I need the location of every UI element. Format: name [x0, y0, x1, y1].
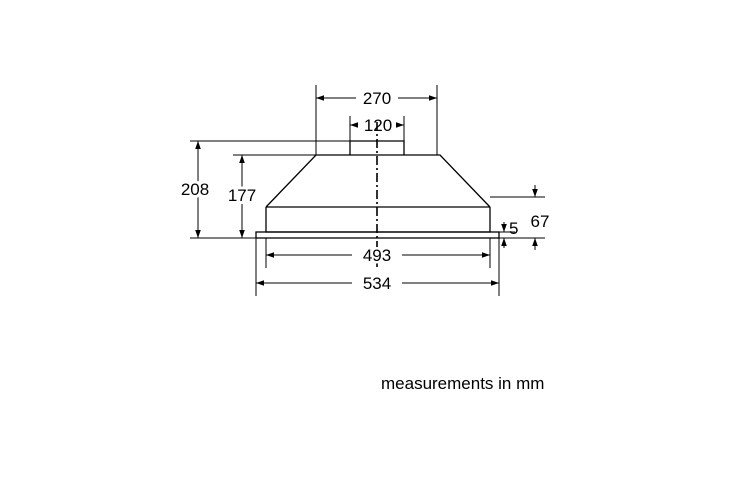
dim-inner-width: 493 [266, 244, 490, 268]
dim-total-height-label: 208 [181, 180, 209, 199]
dim-inner-width-label: 493 [363, 246, 391, 265]
dim-outer-width-label: 534 [363, 274, 391, 293]
hood-base [265, 207, 491, 233]
dim-body-height-label: 177 [228, 186, 256, 205]
dim-side-height: 67 [531, 185, 550, 250]
dim-body-height: 177 [225, 155, 259, 238]
hood-body [265, 154, 491, 208]
dim-side-height-label: 67 [531, 212, 550, 231]
dim-flange-height: 5 [501, 219, 518, 248]
dim-total-height: 208 [178, 141, 212, 238]
units-note: measurements in mm [381, 374, 545, 393]
dim-duct-diameter-label: 120 [364, 116, 392, 135]
hood-outline [255, 140, 500, 239]
dim-flange-height-label: 5 [509, 219, 518, 238]
dim-outer-width: 534 [256, 274, 499, 293]
dim-top-width: 270 [316, 89, 437, 108]
dim-top-width-label: 270 [363, 89, 391, 108]
dim-duct-diameter: 120 [350, 116, 404, 135]
